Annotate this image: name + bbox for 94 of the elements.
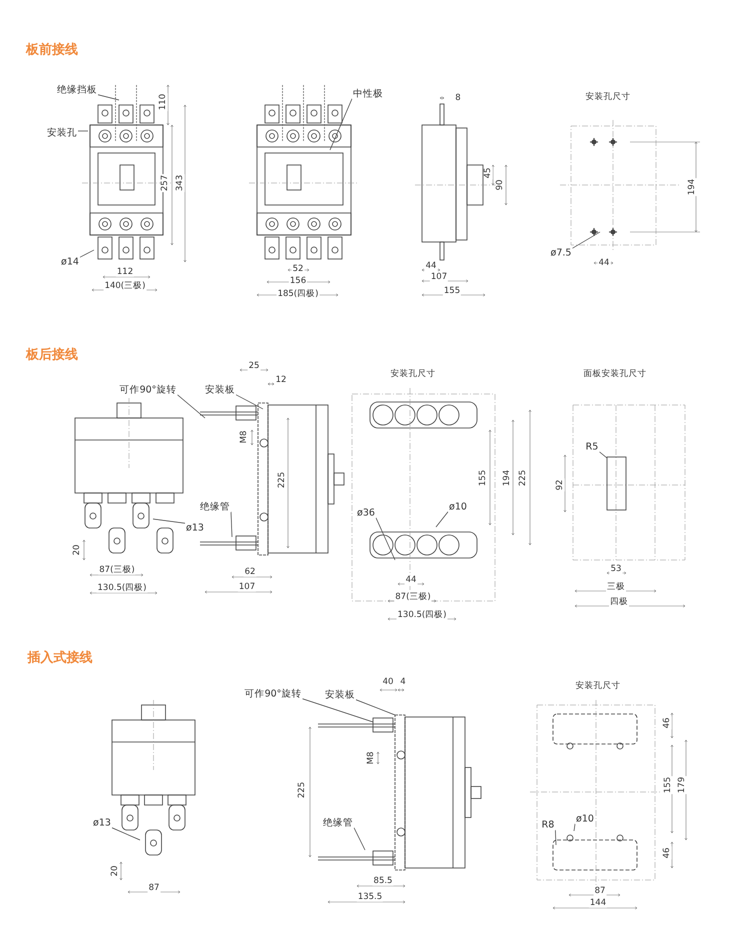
dimension-label: 107 [238, 582, 256, 592]
callout-label: ø13 [185, 523, 205, 533]
leader-line [598, 451, 608, 458]
dimension-label: 87(三极) [98, 566, 136, 574]
mounting-plate [394, 714, 406, 870]
leader-line [356, 699, 396, 716]
leader-line [574, 823, 576, 832]
callout-label: R5 [584, 442, 600, 452]
callout-label: ø10 [575, 814, 595, 824]
dimension-label: 155 [664, 776, 672, 794]
dimension-label: 194 [688, 178, 696, 196]
callout-label: 可作90°旋转 [244, 689, 302, 699]
callout-label: 安装板 [204, 385, 236, 395]
leader-line [98, 94, 120, 100]
leader-line [236, 394, 264, 410]
dimension-label: 87(三极) [394, 592, 432, 602]
leader-line [80, 250, 94, 258]
dimension-label: 179 [678, 776, 686, 794]
section-heading: 板后接线 [25, 348, 79, 362]
dimension-label: 44 [404, 576, 418, 584]
dimension-label: 62 [244, 568, 256, 576]
leader-line [572, 232, 600, 249]
dimension-label: 225 [518, 468, 528, 488]
dimension-label: 25 [248, 362, 260, 370]
dimension-label: 87 [148, 884, 160, 892]
dimension-label: 110 [158, 92, 168, 112]
dimension-label: 46 [662, 716, 672, 730]
callout-label: 中性极 [352, 89, 384, 99]
dimension-label: 156 [288, 276, 308, 286]
dimension-label: 8 [454, 94, 462, 102]
callout-label: ø36 [356, 508, 376, 518]
dimension-label: 45 [484, 166, 492, 180]
dimension-label: 144 [588, 898, 608, 908]
dimension-label: 四极 [609, 598, 629, 606]
leader-line [330, 98, 352, 150]
dimension-label: 三极 [606, 582, 626, 592]
dimension-label: 130.5(四极) [396, 610, 448, 620]
callout-label: 安装板 [324, 690, 356, 700]
insulating-sleeve [372, 718, 394, 732]
leader-line [436, 511, 448, 528]
leader-line [376, 517, 396, 560]
dimension-label: 85.5 [372, 876, 394, 886]
dimension-label: 面板安装孔尺寸 [582, 370, 648, 378]
callout-label: ø7.5 [550, 248, 572, 258]
callout-label: R8 [540, 820, 556, 830]
callout-label: ø10 [448, 502, 468, 512]
section-heading: 插入式接线 [26, 652, 94, 664]
dimension-label: 安装孔尺寸 [584, 92, 632, 102]
dimension-label: 225 [278, 470, 286, 490]
dimension-label: 185(四极) [276, 290, 320, 298]
dimension-label: 112 [116, 268, 134, 276]
dimension-label: 52 [292, 264, 304, 274]
dimension-label: 225 [298, 780, 306, 800]
callout-label: ø13 [92, 818, 112, 828]
dimension-label: 53 [610, 564, 622, 574]
leader-line [152, 518, 186, 524]
dimension-label: M8 [240, 430, 248, 444]
callout-label: ø14 [60, 257, 80, 267]
dimension-label: 90 [496, 178, 504, 192]
leader-line [112, 827, 140, 840]
leader-line [554, 829, 556, 846]
dimension-label: 140(三极) [104, 282, 146, 290]
dimension-label: 安装孔尺寸 [574, 682, 622, 690]
dimension-label: 155 [478, 468, 488, 488]
dimension-label: M8 [366, 750, 376, 766]
dimension-label: 343 [176, 174, 184, 192]
dimension-label: 安装孔尺寸 [390, 370, 436, 378]
callout-label: 绝缘管 [199, 502, 231, 512]
leader-line [230, 511, 232, 538]
dimension-label: 107 [430, 272, 448, 282]
dimension-label: 44 [598, 258, 610, 268]
dimension-label: 40 [382, 678, 394, 686]
dimension-label: 46 [662, 846, 672, 860]
dimension-label: 194 [502, 468, 512, 488]
dimension-label: 87 [594, 886, 606, 896]
leader-line [177, 394, 206, 418]
dimension-label: 12 [274, 376, 288, 384]
callout-label: 可作90°旋转 [118, 385, 178, 395]
callout-label: 绝缘挡板 [56, 85, 98, 95]
dimension-label: 4 [399, 678, 407, 686]
dimension-label: 20 [110, 864, 120, 878]
dimension-label: 20 [72, 544, 82, 556]
dimension-label: 44 [424, 262, 438, 270]
leader-line [78, 130, 88, 132]
dimension-label: 92 [556, 478, 564, 492]
callout-label: 绝缘管 [322, 818, 354, 828]
section-heading: 板前接线 [25, 44, 79, 56]
dimension-label: 130.5(四极) [96, 584, 148, 592]
dimension-label: 155 [442, 286, 462, 296]
callout-label: 安装孔 [46, 128, 78, 138]
leader-line [354, 827, 366, 850]
dimension-label: 135.5 [356, 892, 384, 902]
dimension-label: 257 [160, 174, 170, 192]
leader-line [302, 698, 374, 722]
